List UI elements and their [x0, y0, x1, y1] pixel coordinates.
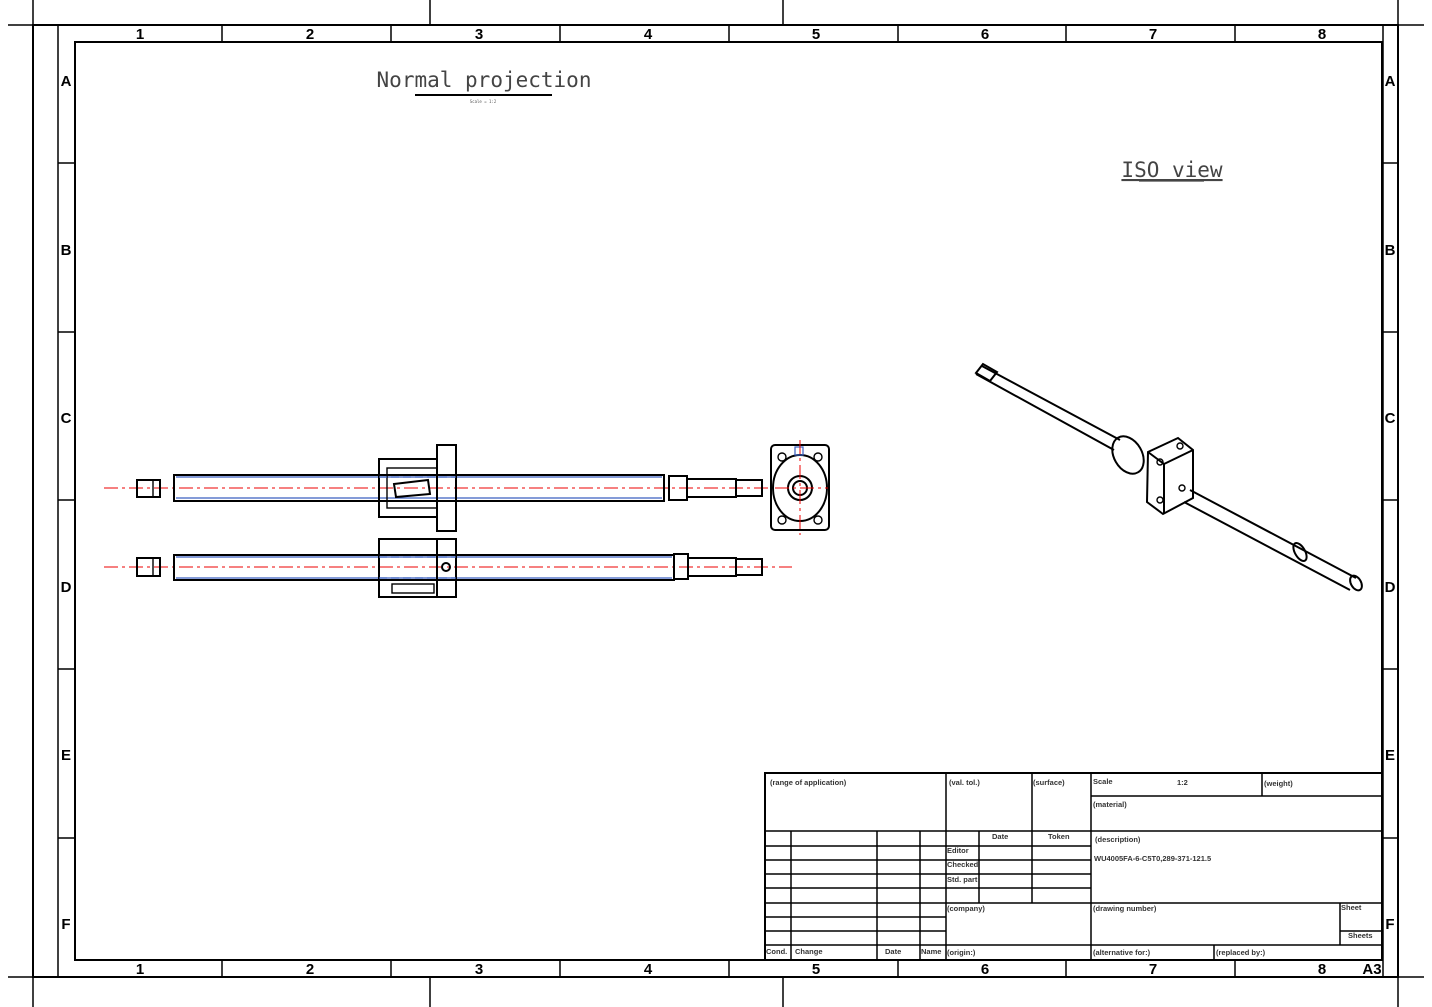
range-of-application: (range of application): [770, 778, 847, 787]
description-label: (description): [1095, 835, 1141, 844]
zone-col-1: 1: [136, 26, 144, 43]
zone-col-4: 4: [644, 961, 653, 978]
zones-rows-0: A: [61, 73, 72, 90]
zone-col-8: 8: [1318, 961, 1326, 978]
title-block-text: (range of application) (val. tol.) (surf…: [766, 777, 1373, 957]
zones-rows-3: D: [61, 579, 72, 596]
company-label: (company): [947, 904, 985, 913]
zone-col-6: 6: [981, 26, 989, 43]
top-view: [104, 538, 792, 598]
normal-projection-title: Normal projection: [377, 68, 592, 92]
zones-rows-2: C: [1385, 410, 1396, 427]
surface-label: (surface): [1033, 778, 1065, 787]
zone-labels-bottom: 1 2 3 4 5 6 7 8 A3: [136, 961, 1382, 978]
scale-value: 1:2: [1177, 778, 1188, 787]
zones-rows-1: B: [61, 242, 72, 259]
name-label: Name: [921, 947, 941, 956]
zones-rows-2: C: [61, 410, 72, 427]
replaced-by-label: (replaced by:): [1216, 948, 1266, 957]
normal-projection-scale: Scale = 1:2: [470, 99, 497, 104]
checked-label: Checked: [947, 860, 979, 869]
zone-labels-top: 1 2 3 4 5 6 7 8: [136, 26, 1326, 43]
origin-label: (origin:): [947, 948, 976, 957]
zones-rows-1: B: [1385, 242, 1396, 259]
sheet-label: Sheet: [1341, 903, 1362, 912]
std-part-label: Std. part: [947, 875, 978, 884]
zones-rows-5: F: [61, 916, 70, 933]
scale-label: Scale: [1093, 777, 1113, 786]
editor-label: Editor: [947, 846, 969, 855]
zone-col-8: 8: [1318, 26, 1326, 43]
sheets-label: Sheets: [1348, 931, 1373, 940]
zones-rows-4: E: [61, 747, 71, 764]
date-label: Date: [885, 947, 901, 956]
cond-label: Cond.: [766, 947, 787, 956]
weight-label: (weight): [1264, 779, 1293, 788]
zone-col-3: 3: [475, 961, 483, 978]
iso-view-title: ISO view: [1121, 158, 1223, 182]
zone-labels-right: A B C D E F: [1385, 73, 1396, 933]
title-block: [764, 772, 1383, 961]
trim-marks: [8, 0, 1424, 1007]
zone-col-7: 7: [1149, 26, 1157, 43]
zone-col-6: 6: [981, 961, 989, 978]
iso-view: [974, 362, 1363, 592]
zone-col-2: 2: [306, 26, 314, 43]
date-header: Date: [992, 832, 1008, 841]
sheet-format: A3: [1362, 961, 1381, 978]
zones-rows-0: A: [1385, 73, 1396, 90]
zone-col-2: 2: [306, 961, 314, 978]
front-view: [104, 444, 770, 532]
material-label: (material): [1093, 800, 1127, 809]
zone-col-1: 1: [136, 961, 144, 978]
zones-rows-4: E: [1385, 747, 1395, 764]
zones-rows-3: D: [1385, 579, 1396, 596]
description-value: WU4005FA-6-C5T0,289-371-121.5: [1094, 854, 1211, 863]
drawing-number-label: (drawing number): [1093, 904, 1157, 913]
zone-labels-left: A B C D E F: [61, 73, 72, 933]
alternative-for-label: (alternative for:): [1093, 948, 1151, 957]
zones-rows-5: F: [1385, 916, 1394, 933]
side-view: [770, 440, 830, 535]
tolerance-label: (val. tol.): [949, 778, 980, 787]
zone-col-4: 4: [644, 26, 653, 43]
zone-col-7: 7: [1149, 961, 1157, 978]
change-label: Change: [795, 947, 823, 956]
zone-col-3: 3: [475, 26, 483, 43]
token-header: Token: [1048, 832, 1070, 841]
zone-col-5: 5: [812, 961, 820, 978]
zone-dividers: [58, 25, 1398, 977]
zone-col-5: 5: [812, 26, 820, 43]
